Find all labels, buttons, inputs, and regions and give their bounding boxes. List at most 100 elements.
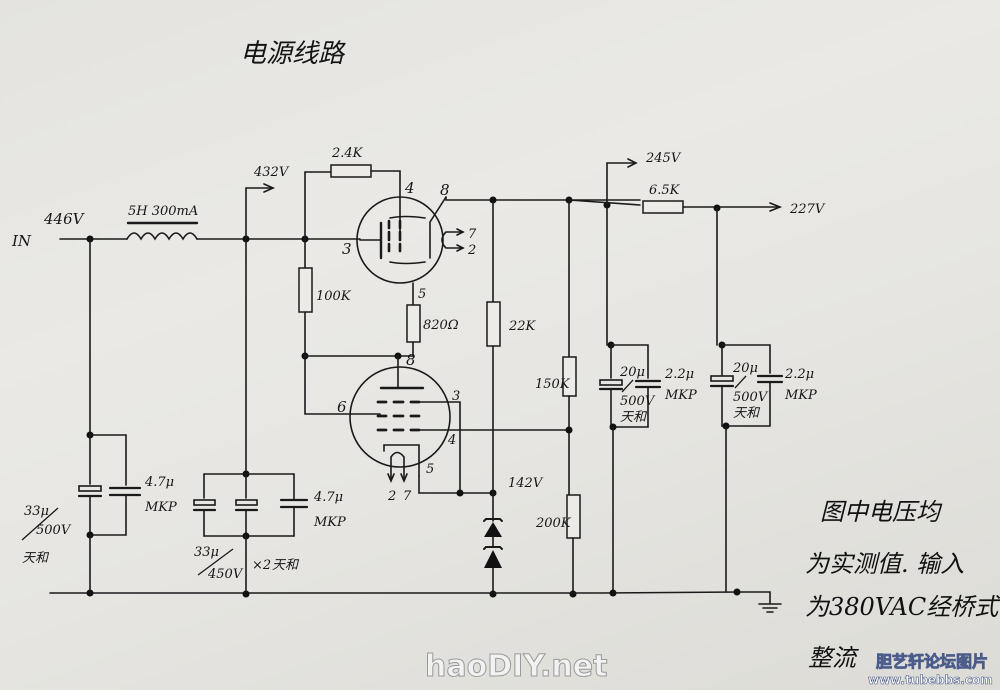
c1-elec-value: 33μ: [24, 504, 49, 519]
bottom-tube-pin-anode: 8: [406, 351, 416, 369]
note-line-2: 为实测值. 输入: [805, 550, 964, 578]
watermark-haodiy: haoDIY.net: [425, 649, 607, 684]
wire: [304, 311, 381, 415]
choke-inductor: [126, 221, 199, 241]
divider-slash: [197, 548, 234, 576]
junction: [565, 426, 573, 434]
c1-film-type: MKP: [144, 500, 177, 515]
arrow-icon: [769, 202, 783, 212]
top-tube-pin-heater-a: 7: [468, 227, 477, 242]
tap-245v-wire: [606, 162, 637, 206]
c4-elec-brand: 天和: [733, 406, 761, 421]
wire: [418, 475, 494, 494]
c4-elec-value: 20μ: [732, 361, 758, 376]
resistor-820-label: 820Ω: [423, 318, 459, 333]
capacitor-film-c2: [279, 473, 309, 537]
zener-diode-1: [483, 518, 503, 537]
resistor-22k: [486, 301, 501, 347]
note-line-4: 整流: [808, 644, 859, 672]
capacitor-film-c3: [610, 379, 662, 428]
bottom-tube-pin-grid: 6: [337, 398, 347, 416]
bottom-tube-pin-heater-a: 2: [387, 489, 396, 504]
resistor-6k5-label: 6.5K: [649, 183, 681, 198]
note-line-1: 图中电压均: [820, 498, 943, 526]
capacitor-film-c1: [89, 486, 142, 536]
c1-elec-rating: 500V: [36, 523, 72, 538]
tap-227v-label: 227V: [789, 202, 826, 217]
tap-432v-label: 432V: [253, 165, 290, 180]
bottom-tube-pin-g3: 4: [447, 433, 456, 448]
c3-film-value: 2.2μ: [664, 367, 694, 382]
resistor-820: [406, 304, 421, 343]
capacitor-electrolytic-c2b: [234, 473, 259, 537]
c1-elec-brand: 天和: [22, 551, 50, 566]
c2-film-type: MKP: [313, 515, 346, 530]
c3-elec-brand: 天和: [620, 410, 648, 425]
c1-film-value: 4.7μ: [144, 475, 174, 490]
junction: [456, 489, 464, 497]
top-tube-pin-screen: 4: [404, 179, 415, 197]
c4-elec-rating: 500V: [733, 390, 769, 405]
schematic-title: 电源线路: [240, 39, 346, 69]
wire: [418, 401, 461, 494]
c4-film-type: MKP: [784, 388, 817, 403]
arrow-icon: [627, 158, 638, 168]
note-line-3: 为380VAC经桥式: [805, 593, 1000, 621]
wire: [610, 344, 649, 379]
junction: [489, 590, 497, 598]
wire: [370, 170, 401, 233]
capacitor-electrolytic-c4: [709, 344, 735, 427]
top-tube-pin-grid: 3: [342, 240, 352, 258]
divider-slash: [734, 375, 747, 389]
c2-elec-value: 33μ: [194, 545, 219, 560]
c3-elec-value: 20μ: [619, 365, 645, 380]
resistor-100k-label: 100K: [316, 289, 352, 304]
c2-film-value: 4.7μ: [313, 490, 343, 505]
c2-elec-brand: 天和: [272, 558, 300, 573]
resistor-22k-label: 22K: [508, 319, 537, 334]
bottom-tube-pin-cathode: 5: [426, 462, 434, 477]
top-tube-pin-anode: 8: [440, 181, 450, 199]
wire-anode-rail: [445, 196, 641, 201]
handwritten-note: 图中电压均 为实测值. 输入 为380VAC经桥式 整流: [805, 498, 1000, 672]
input-label: IN: [11, 232, 32, 250]
top-tube-pin-cathode: 5: [418, 287, 426, 302]
resistor-150k-label: 150K: [535, 377, 571, 392]
divider-slash: [621, 379, 634, 393]
resistor-6k5: [642, 200, 684, 214]
wire: [304, 171, 332, 240]
capacitor-electrolytic-c2a: [192, 473, 217, 537]
wire: [721, 344, 771, 374]
junction: [609, 589, 617, 597]
capacitor-electrolytic-c1: [77, 434, 103, 536]
bottom-tube-pin-g2: 3: [452, 389, 460, 404]
resistor-2k4: [330, 164, 372, 178]
resistor-200k-label: 200K: [535, 516, 572, 531]
resistor-2k4-label: 2.4K: [331, 146, 364, 161]
tap-245v-label: 245V: [645, 151, 682, 166]
c3-film-type: MKP: [664, 388, 697, 403]
c4-film-value: 2.2μ: [784, 367, 814, 382]
wire: [89, 434, 127, 486]
watermark-tubebbs-url: www.tubebbs.com: [868, 673, 993, 687]
capacitor-film-c4: [721, 374, 784, 427]
c2-elec-count: ×2: [252, 558, 271, 573]
c2-elec-rating: 450V: [207, 567, 244, 582]
tap-432v-wire: [245, 187, 274, 240]
vacuum-tube-bottom: [349, 355, 451, 484]
input-voltage-label: 446V: [43, 210, 86, 228]
junction: [733, 588, 741, 596]
node-142v-label: 142V: [508, 476, 544, 491]
ground-icon: [758, 603, 782, 613]
c3-elec-rating: 500V: [620, 394, 656, 409]
choke-label: 5H 300mA: [128, 204, 198, 219]
bottom-tube-pin-heater-b: 7: [403, 489, 412, 504]
top-tube-pin-heater-b: 2: [467, 243, 476, 258]
junction: [569, 590, 577, 598]
resistor-100k: [298, 267, 313, 313]
vacuum-tube-top: [356, 196, 465, 284]
junction: [242, 590, 250, 598]
watermark-tubebbs-cn: 胆艺轩论坛图片: [876, 652, 988, 671]
